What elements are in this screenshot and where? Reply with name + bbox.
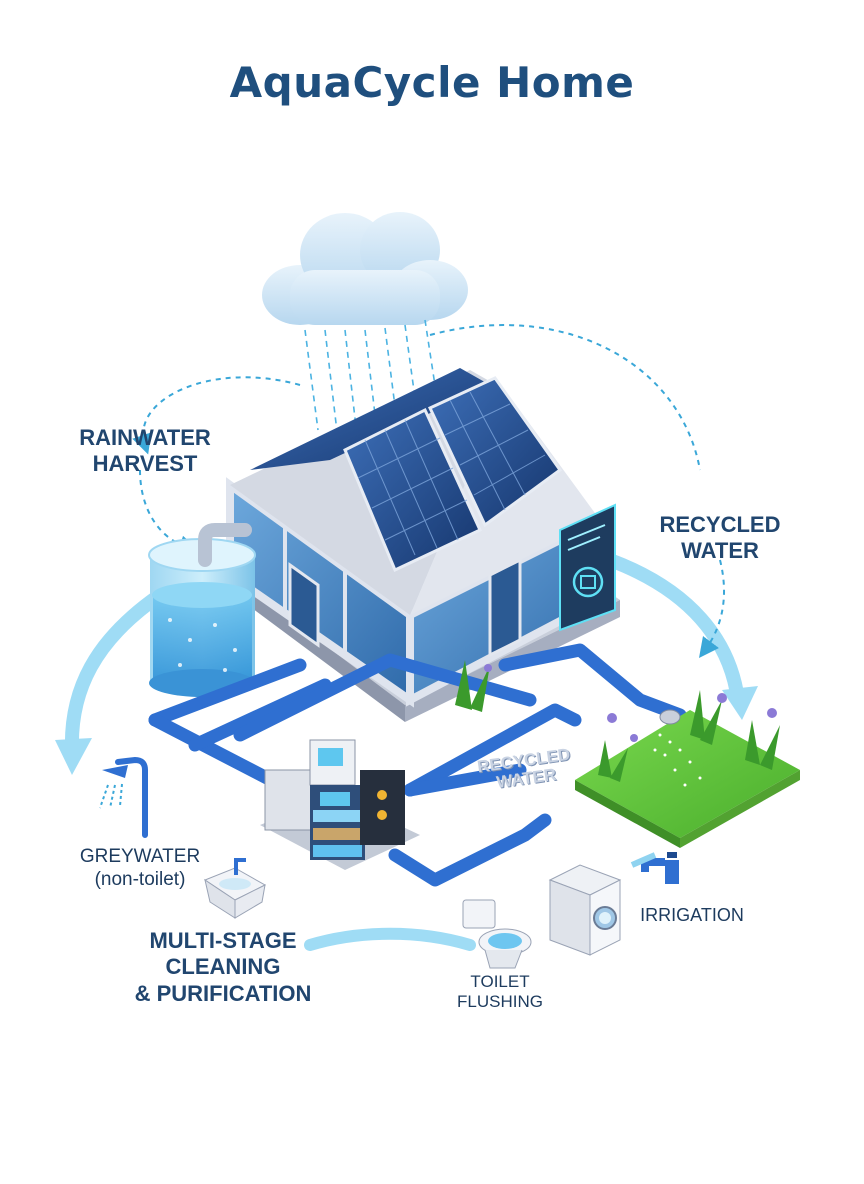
- faucet-icon: [630, 852, 679, 884]
- toilet-icon: [462, 899, 532, 969]
- toilet-flushing-label: TOILET FLUSHING: [430, 972, 570, 1013]
- toilet-line-2: FLUSHING: [457, 992, 543, 1012]
- filter-unit-icon: [260, 739, 420, 870]
- rainwater-line-2: HARVEST: [92, 451, 198, 477]
- multistage-line-3: & PURIFICATION: [134, 980, 312, 1006]
- garden-icon: [455, 660, 800, 848]
- flow-dashes: [132, 324, 726, 659]
- rainwater-line-1: RAINWATER: [79, 425, 211, 450]
- page-title: AquaCycle Home: [229, 58, 635, 107]
- control-panel-icon: [559, 503, 616, 632]
- cloud-icon: [262, 212, 468, 325]
- toilet-line-1: TOILET: [470, 972, 530, 991]
- sink-icon: [203, 858, 267, 919]
- solar-panel-icon: [343, 376, 563, 573]
- shower-icon: [99, 756, 148, 838]
- sprinkler-icon: [653, 709, 702, 787]
- multistage-line-1: MULTI-STAGE: [149, 928, 297, 953]
- greywater-line-1: GREYWATER: [79, 846, 201, 867]
- irrigation-label: IRRIGATION: [640, 905, 744, 925]
- recycled-line-1: RECYCLED: [659, 512, 781, 537]
- greywater-label: GREYWATER (non-toilet): [40, 846, 240, 892]
- multistage-cleaning-label: MULTI-STAGE CLEANING & PURIFICATION: [118, 928, 328, 1007]
- multistage-line-2: CLEANING: [165, 954, 281, 980]
- washing-machine-icon: [548, 864, 622, 956]
- rainwater-harvest-label: RAINWATER HARVEST: [60, 425, 230, 478]
- greywater-line-2: (non-toilet): [94, 868, 186, 890]
- plant-icon: [455, 660, 780, 782]
- recycled-water-label: RECYCLED WATER: [640, 512, 800, 565]
- rain-tank-icon: [148, 523, 256, 697]
- recycled-line-2: WATER: [681, 538, 759, 564]
- cycle-arrows: [55, 553, 758, 951]
